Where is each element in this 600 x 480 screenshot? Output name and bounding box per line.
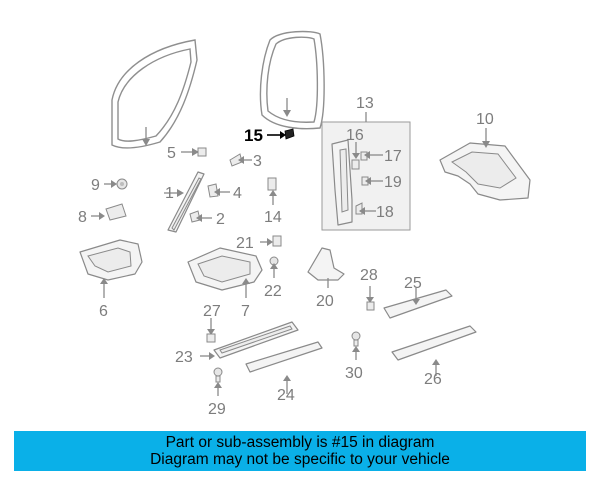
banner-line-1: Part or sub-assembly is #15 in diagram [165, 434, 435, 451]
callout-21: 21 [236, 235, 254, 252]
clip-3 [229, 153, 252, 167]
callout-8: 8 [78, 209, 87, 226]
callout-16: 16 [346, 127, 364, 144]
callout-4: 4 [233, 185, 242, 202]
screw-30 [351, 331, 361, 360]
callout-27: 27 [203, 303, 221, 320]
rear-floor-carpet-7 [187, 247, 263, 298]
callout-7: 7 [241, 303, 250, 320]
banner-line-2: Diagram may not be specific to your vehi… [150, 451, 450, 468]
callout-23: 23 [175, 349, 193, 366]
callout-9: 9 [91, 177, 100, 194]
callout-24: 24 [277, 387, 295, 404]
clip-2 [189, 210, 212, 223]
screw-29 [213, 367, 223, 396]
front-scuff-plate [245, 341, 323, 394]
clip-28 [366, 286, 375, 311]
front-sill-plate [200, 321, 299, 360]
a-pillar-trim [164, 171, 205, 233]
info-banner: Part or sub-assembly is #15 in diagram D… [14, 431, 586, 471]
callout-26: 26 [424, 371, 442, 388]
rear-floor-carpet [439, 128, 531, 201]
callout-13: 13 [356, 95, 374, 112]
grommet-9 [104, 178, 128, 190]
parts-diagram: 1 2 3 4 5 6 7 8 9 10 13 14 15 16 17 18 1… [78, 30, 531, 418]
callout-17: 17 [384, 148, 402, 165]
part-15-pointer [267, 128, 295, 140]
grommet-22 [269, 256, 279, 278]
front-door-seal [111, 39, 198, 149]
callout-22: 22 [264, 283, 282, 300]
clip-27 [206, 318, 216, 343]
clip-4 [207, 183, 230, 198]
callout-5: 5 [167, 145, 176, 162]
clip-21 [260, 235, 282, 247]
callout-14: 14 [264, 209, 282, 226]
clip-5 [181, 147, 207, 157]
front-floor-carpet [79, 239, 143, 298]
lower-pillar-trim [307, 247, 345, 288]
callout-1: 1 [165, 185, 174, 202]
callout-29: 29 [208, 401, 226, 418]
callout-25: 25 [404, 275, 422, 292]
callout-2: 2 [216, 211, 225, 228]
callout-30: 30 [345, 365, 363, 382]
pad-8 [91, 203, 127, 221]
callout-20: 20 [316, 293, 334, 310]
callout-28: 28 [360, 267, 378, 284]
callout-3: 3 [253, 153, 262, 170]
rear-door-seal [259, 30, 325, 130]
rear-scuff-plate [391, 325, 477, 376]
callout-15: 15 [244, 126, 263, 145]
pillar-trim-assembly [321, 112, 411, 231]
pillar-clips [351, 142, 383, 215]
callout-10: 10 [476, 111, 494, 128]
callout-18: 18 [376, 204, 394, 221]
rear-sill-plate [383, 288, 453, 319]
clip-14 [267, 177, 277, 205]
callout-6: 6 [99, 303, 108, 320]
callout-19: 19 [384, 174, 402, 191]
